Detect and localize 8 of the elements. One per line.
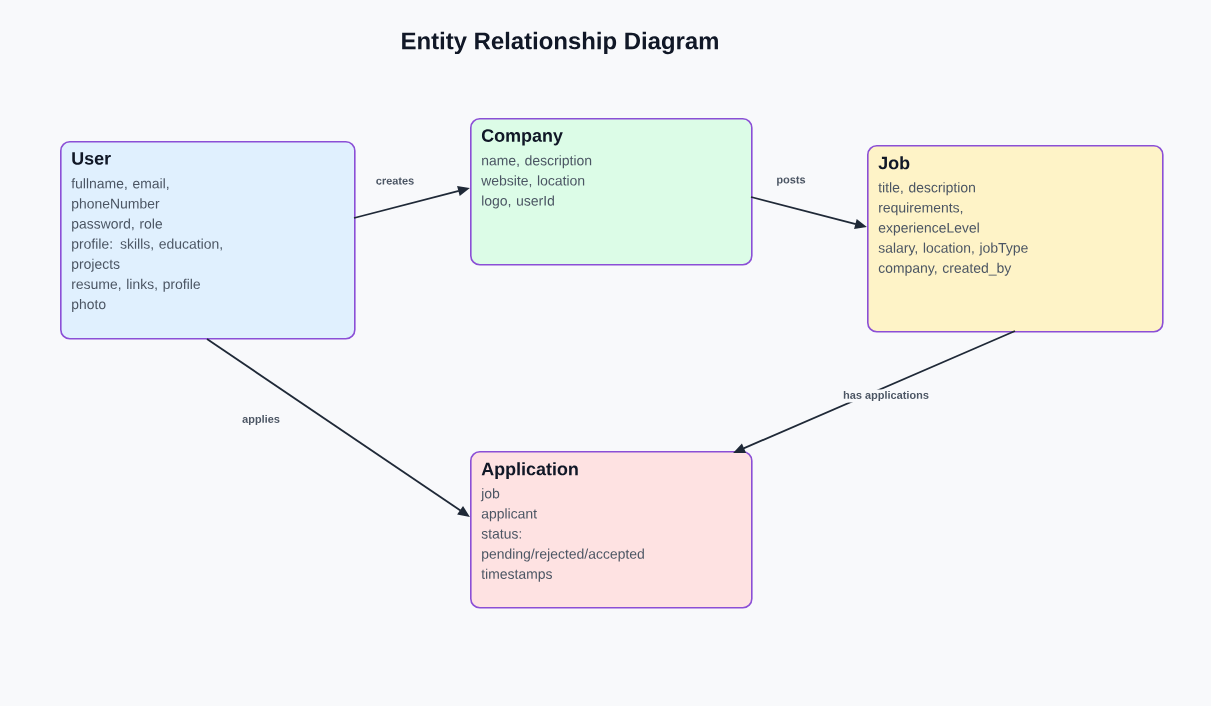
edge-label: applies bbox=[240, 413, 282, 427]
entity-box: Company name, description website, location logo, userId bbox=[470, 118, 753, 266]
entity-box: Job title, description requirements, experienceLevel salary, location, jobType company, created_by bbox=[867, 145, 1164, 333]
entity-box: User fullname, email, phoneNumber password, role profile: skills, education, projects resume, links, profile photo bbox=[60, 141, 356, 340]
edge-label: has applications bbox=[841, 389, 931, 403]
edge-label: creates bbox=[374, 175, 416, 187]
title: Entity Relationship Diagram bbox=[402, 31, 718, 55]
entity-box: Application job applicant status: pending/rejected/accepted timestamps bbox=[470, 451, 753, 609]
